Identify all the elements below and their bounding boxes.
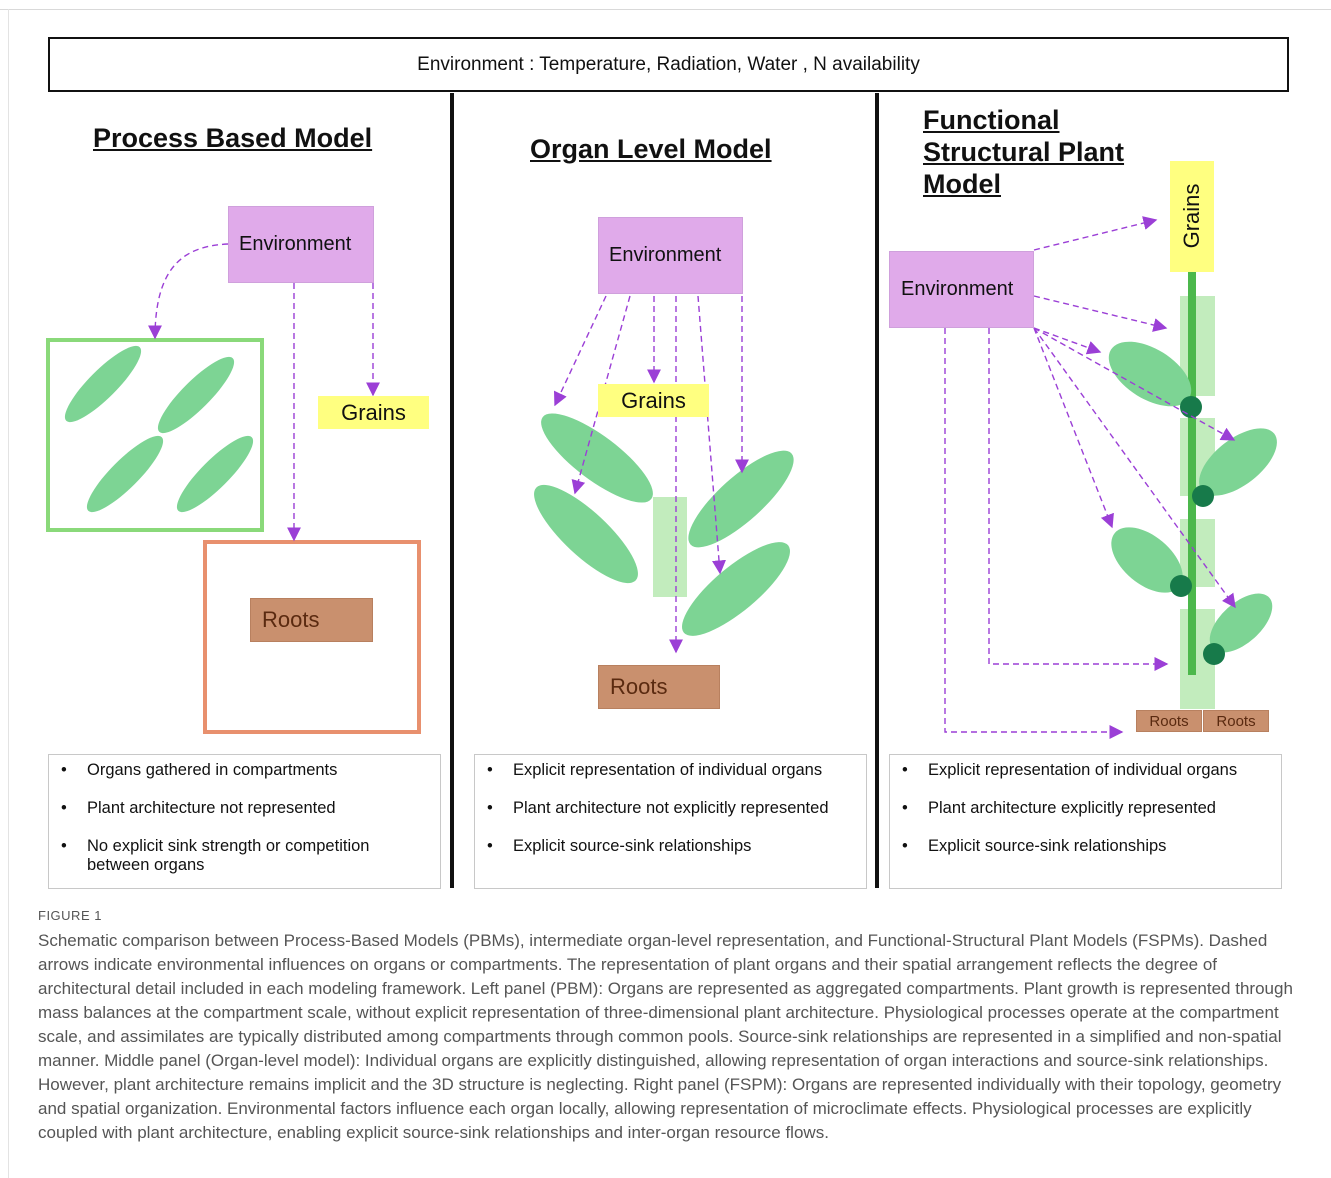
fspm-leaves xyxy=(1108,341,1277,653)
fspm-leaf xyxy=(1108,341,1192,407)
pbm-environment-box: Environment xyxy=(228,206,374,283)
fspm-node xyxy=(1192,485,1214,507)
organ-leaf xyxy=(534,484,638,584)
figure-caption: Schematic comparison between Process-Bas… xyxy=(38,931,1293,1142)
fspm-title-line: Functional xyxy=(923,105,1060,135)
organ-leaf xyxy=(688,450,794,548)
fspm-arrow xyxy=(1033,327,1102,355)
fspm-arrow-to-grains xyxy=(1033,216,1158,251)
bullet-item: Organs gathered in compartments xyxy=(59,761,430,780)
pbm-leaf xyxy=(86,435,164,513)
fspm-leaf xyxy=(1199,428,1277,496)
pbm-leaf-compartment xyxy=(46,338,264,532)
fspm-roots-box-right: Roots xyxy=(1203,710,1269,732)
bullet-item: Plant architecture not represented xyxy=(59,799,430,818)
organ-bullet-list: Explicit representation of individual or… xyxy=(474,754,867,889)
organ-leaf xyxy=(541,413,653,503)
organ-grains-box: Grains xyxy=(598,384,709,417)
pbm-grains-box: Grains xyxy=(318,396,429,429)
fspm-title: Functional Structural Plant Model xyxy=(923,104,1124,200)
pbm-root-compartment xyxy=(203,540,421,734)
bullet-item: Plant architecture explicitly represente… xyxy=(900,799,1271,818)
fspm-leaf xyxy=(1209,593,1273,653)
organ-arrow xyxy=(553,295,607,407)
environment-header: Environment : Temperature, Radiation, Wa… xyxy=(48,37,1289,92)
fspm-grains-box: Grains xyxy=(1170,161,1214,272)
fspm-node xyxy=(1203,643,1225,665)
pbm-roots-box: Roots xyxy=(250,598,373,642)
bullet-item: Explicit source-sink relationships xyxy=(900,837,1271,856)
fspm-internode xyxy=(1180,519,1215,587)
pbm-leaf xyxy=(176,435,254,513)
fspm-arrow-to-stem xyxy=(988,328,1169,671)
organ-title: Organ Level Model xyxy=(530,134,772,164)
pbm-title: Process Based Model xyxy=(93,123,373,153)
fspm-arrow xyxy=(1033,327,1236,609)
organ-roots-box: Roots xyxy=(598,665,720,709)
fspm-leaf xyxy=(1111,527,1183,593)
bullet-item: No explicit sink strength or competition… xyxy=(59,837,430,875)
fspm-environment-box: Environment xyxy=(889,251,1034,328)
organ-arrow xyxy=(697,295,726,575)
fspm-bullet-list: Explicit representation of individual or… xyxy=(889,754,1282,889)
pbm-arrows xyxy=(148,243,380,542)
fspm-roots-box-left: Roots xyxy=(1136,710,1202,732)
fspm-arrow xyxy=(1033,295,1168,332)
figure-label: FIGURE 1 xyxy=(38,908,102,923)
organ-leaf xyxy=(682,542,790,636)
pbm-leaves xyxy=(64,345,254,513)
fspm-grains-label: Grains xyxy=(1179,183,1204,249)
bullet-item: Plant architecture not explicitly repres… xyxy=(485,799,856,818)
organ-stem xyxy=(653,497,687,597)
bullet-item: Explicit source-sink relationships xyxy=(485,837,856,856)
top-border-line xyxy=(0,9,1331,10)
fspm-stem xyxy=(1188,272,1196,675)
pbm-leaf xyxy=(157,356,235,434)
fspm-arrows xyxy=(944,216,1236,739)
fspm-node xyxy=(1170,575,1192,597)
pbm-bullet-list: Organs gathered in compartments Plant ar… xyxy=(48,754,441,889)
fspm-node xyxy=(1180,396,1202,418)
diagram-canvas xyxy=(46,93,1277,888)
bullet-item: Explicit representation of individual or… xyxy=(485,761,856,780)
fspm-arrow xyxy=(1033,327,1236,441)
bullet-item: Explicit representation of individual or… xyxy=(900,761,1271,780)
fspm-arrow xyxy=(1033,327,1114,529)
fspm-title-line: Structural Plant xyxy=(923,137,1125,167)
organ-environment-box: Environment xyxy=(598,217,743,294)
left-border-line xyxy=(8,9,9,1178)
pbm-arrow-to-leaves xyxy=(148,243,229,340)
fspm-internodes xyxy=(1180,296,1215,709)
fspm-arrow-to-roots xyxy=(944,328,1124,739)
pbm-leaf xyxy=(64,345,142,423)
fspm-title-line: Model xyxy=(923,169,1001,199)
organ-leaves xyxy=(534,413,794,636)
